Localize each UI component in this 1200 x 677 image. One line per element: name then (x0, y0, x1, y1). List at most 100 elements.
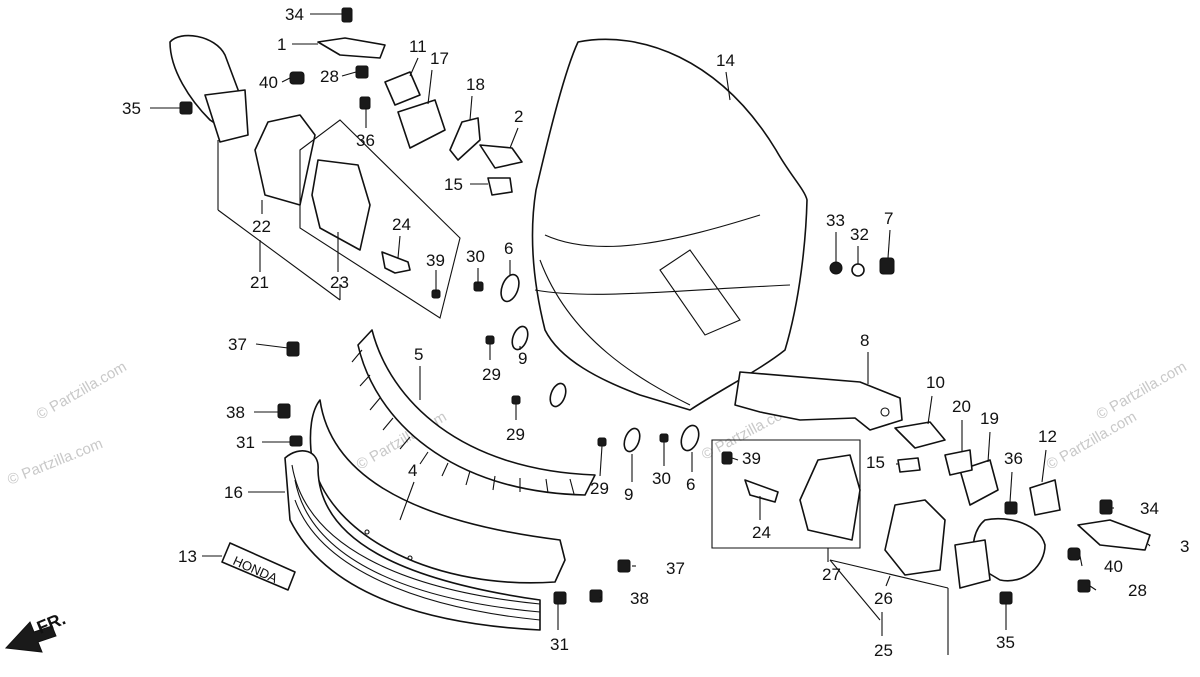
leader-line (427, 69, 433, 105)
callout-number: 40 (259, 73, 278, 92)
callout-number: 35 (122, 99, 141, 118)
callout-number: 34 (1140, 499, 1159, 518)
windscreen (531, 38, 808, 411)
callout-number: 39 (742, 449, 761, 468)
left-mirror-assembly (169, 34, 523, 274)
watermark-text: © Partzilla.com (34, 358, 130, 423)
leader-line (885, 575, 891, 587)
callout-number: 6 (686, 475, 695, 494)
callout-number: 39 (426, 251, 445, 270)
callout-number: 9 (624, 485, 633, 504)
leader-line (599, 595, 603, 599)
callout-number: 15 (444, 175, 463, 194)
fasteners (179, 7, 1113, 605)
callout-number: 38 (226, 403, 245, 422)
callout-number: 32 (850, 225, 869, 244)
front-direction-label: FR. (34, 608, 68, 637)
callout-number: 8 (860, 331, 869, 350)
callout-number: 11 (409, 37, 427, 56)
callout-number: 30 (652, 469, 671, 488)
leader-line (1041, 449, 1047, 483)
windscreen-stay (734, 371, 903, 431)
callout-number: 25 (874, 641, 893, 660)
callout-number: 3 (1180, 537, 1189, 556)
leader-line (341, 71, 357, 77)
callout-number: 29 (590, 479, 609, 498)
watermark-text: © Partzilla.com (5, 435, 105, 489)
group-leader-line (829, 559, 949, 589)
front-grille (284, 450, 541, 631)
callout-number: 35 (996, 633, 1015, 652)
callout-number: 10 (926, 373, 945, 392)
callout-number: 6 (504, 239, 513, 258)
callout-number: 29 (506, 425, 525, 444)
inner-fairing-strip (351, 329, 596, 496)
callout-number: 31 (550, 635, 569, 654)
honda-emblem: HONDA (221, 542, 296, 591)
callout-number: 7 (884, 209, 893, 228)
group-leader-line (829, 559, 881, 621)
callout-number: 5 (414, 345, 423, 364)
leader-line (469, 95, 473, 121)
watermark-text: © Partzilla.com (1094, 358, 1190, 423)
front-direction-arrow: FR. (4, 608, 68, 653)
leader-lines (150, 13, 1151, 655)
leader-line (1147, 543, 1151, 547)
callout-number: 15 (866, 453, 885, 472)
callout-number: 26 (874, 589, 893, 608)
callout-number: 17 (430, 49, 449, 68)
callout-number: 36 (1004, 449, 1023, 468)
watermark-text: © Partzilla.com (1044, 408, 1140, 473)
callout-number: 28 (320, 67, 339, 86)
callout-number: 37 (228, 335, 247, 354)
watermarks: © Partzilla.com © Partzilla.com © Partzi… (5, 358, 1189, 489)
callout-number: 29 (482, 365, 501, 384)
callout-number: 24 (752, 523, 771, 542)
callout-number: 13 (178, 547, 197, 566)
callout-number: 37 (666, 559, 685, 578)
callout-number: 4 (408, 461, 417, 480)
leader-line (409, 57, 419, 77)
callout-number: 30 (466, 247, 485, 266)
callout-number: 27 (822, 565, 841, 584)
right-mirror-assembly (744, 421, 1151, 589)
callout-number: 33 (826, 211, 845, 230)
leader-line (397, 235, 401, 259)
leader-line (1009, 471, 1013, 503)
grommets (500, 273, 700, 453)
callout-number: 24 (392, 215, 411, 234)
leader-line (281, 77, 291, 83)
callout-number: 31 (236, 433, 255, 452)
group-leader-line (217, 209, 341, 301)
callout-number: 2 (514, 107, 523, 126)
leader-line (987, 431, 991, 463)
callout-number: 1 (277, 35, 286, 54)
callout-number: 19 (980, 409, 999, 428)
leader-line (599, 445, 603, 477)
group-boxes (299, 119, 861, 549)
leader-line (1079, 555, 1083, 567)
callout-number: 14 (716, 51, 735, 70)
callout-number: 40 (1104, 557, 1123, 576)
callout-number: 22 (252, 217, 271, 236)
callout-number: 36 (356, 131, 375, 150)
callout-number: 38 (630, 589, 649, 608)
callout-number: 12 (1038, 427, 1057, 446)
callout-number: 16 (224, 483, 243, 502)
leader-line (887, 229, 891, 259)
callout-number: 18 (466, 75, 485, 94)
callout-number: 9 (518, 349, 527, 368)
leader-line (725, 71, 731, 101)
callout-number: 23 (330, 273, 349, 292)
callout-number: 20 (952, 397, 971, 416)
callout-number: 34 (285, 5, 304, 24)
leader-line (255, 343, 289, 349)
callout-number: 28 (1128, 581, 1147, 600)
leader-line (399, 481, 415, 521)
callout-number: 21 (250, 273, 269, 292)
leader-line (509, 127, 519, 149)
leader-line (731, 457, 739, 461)
